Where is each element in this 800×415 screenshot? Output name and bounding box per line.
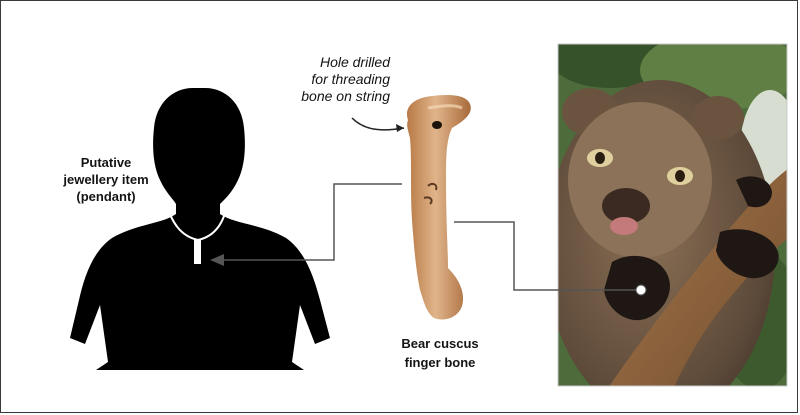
- pendant-label-line: jewellery item: [46, 171, 166, 188]
- bone-label: Bear cuscus finger bone: [380, 334, 500, 372]
- pendant-label: Putative jewellery item (pendant): [46, 154, 166, 205]
- hole-label-line: for threading: [270, 71, 390, 88]
- hole-label-line: Hole drilled: [270, 54, 390, 71]
- bear-cuscus-finger-bone: [407, 95, 471, 320]
- bear-cuscus-photo: [545, 28, 800, 415]
- human-silhouette: [70, 88, 330, 370]
- bone-label-line: Bear cuscus: [380, 334, 500, 353]
- pendant-label-line: (pendant): [46, 188, 166, 205]
- hole-label-line: bone on string: [270, 88, 390, 105]
- pendant-label-line: Putative: [46, 154, 166, 171]
- bone-label-line: finger bone: [380, 353, 500, 372]
- hole-callout-label: Hole drilled for threading bone on strin…: [270, 54, 390, 105]
